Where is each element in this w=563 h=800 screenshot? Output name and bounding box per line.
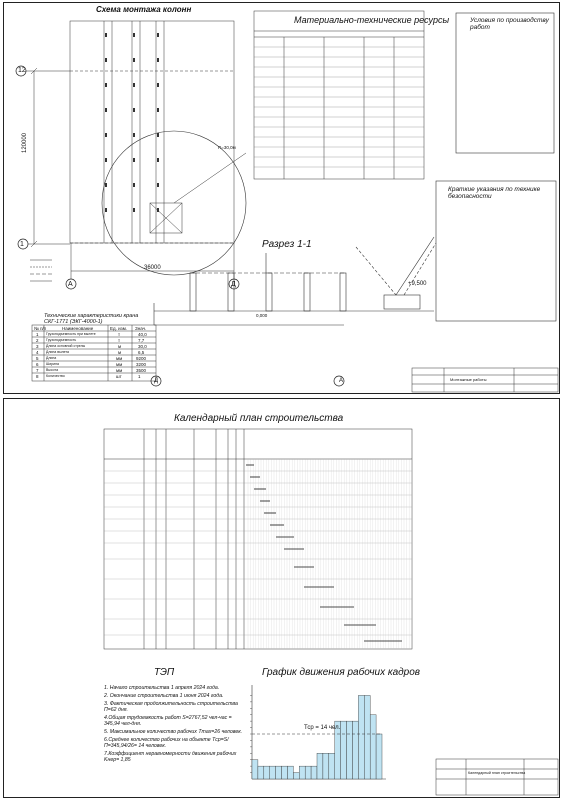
crane-row-4-num: 4: [36, 350, 39, 355]
crane-row-7-name: Высота: [46, 368, 59, 372]
workforce-graph: [250, 685, 386, 780]
section-axis-d: Д: [154, 378, 159, 384]
safety-title: Краткие указания по технике безопасности: [448, 186, 541, 200]
crane-row-5-value: 9200: [136, 356, 147, 361]
crane-row-3-num: 3: [36, 344, 39, 349]
sheet-installation-scheme: Схема монтажа колонн 12 1 А Д 120000 360…: [3, 2, 560, 394]
axis-label-1: 1: [20, 241, 24, 248]
calendar-plan-table: [103, 428, 413, 650]
crane-row-1-name: Грузоподъемность при вылете: [46, 332, 96, 336]
crane-row-3-value: 30,0: [138, 344, 147, 349]
crane-row-6-name: Ширина: [46, 362, 59, 366]
sheet2-stamp-text: Календарный план строительства: [468, 771, 526, 775]
crane-row-2-value: 7,7: [138, 338, 145, 343]
crane-row-6-num: 6: [36, 362, 39, 367]
tep-item: 1. Начало строительства 1 апреля 2024 го…: [104, 685, 220, 691]
tep-title: ТЭП: [154, 667, 175, 678]
crane-row-1-value: 40,0: [138, 332, 147, 337]
crane-row-2-name: Грузоподъемность: [46, 338, 77, 342]
crane-row-6-unit: мм: [116, 362, 123, 367]
installation-drawing: [15, 10, 559, 393]
radius-label: R=30,0м: [218, 145, 236, 150]
crane-table-header-num: № п/п: [34, 326, 47, 331]
crane-row-7-num: 7: [36, 368, 39, 373]
crane-row-8-num: 8: [36, 374, 39, 379]
crane-row-5-num: 5: [36, 356, 39, 361]
tep-item: 4.Общая трудоемкость работ S=2767,52 чел…: [104, 715, 232, 727]
crane-table-header-unit: Ед. изм.: [110, 326, 128, 331]
sheet2-stamp: [435, 758, 559, 796]
crane-row-4-value: 6,5: [138, 350, 145, 355]
tep-item: 7.Коэффициент неравномерности движения р…: [104, 751, 237, 763]
crane-row-1-unit: т: [118, 332, 121, 337]
tep-item: 6.Среднее количество рабочих на объекте …: [104, 737, 229, 749]
crane-row-8-unit: шт: [116, 374, 122, 379]
crane-row-2-unit: т: [118, 338, 121, 343]
crane-row-4-name: Длина вылета: [46, 350, 69, 354]
dimension-horizontal: 36000: [144, 265, 161, 271]
axis-label-d: Д: [231, 281, 236, 288]
tep-item: 2. Окончание строительства 1 июня 2024 г…: [104, 693, 224, 699]
tep-item: 5. Максимальное количество рабочих Tmax=…: [104, 729, 243, 735]
level-mark: 0,000: [256, 313, 268, 318]
crane-row-2-num: 2: [36, 338, 39, 343]
axis-label-12: 12: [18, 67, 26, 74]
sheet1-stamp-text: Монтажные работы: [450, 377, 487, 382]
crane-row-3-name: Длина основной стрелы: [46, 344, 86, 348]
crane-row-4-unit: м: [118, 350, 122, 355]
crane-row-7-value: 3500: [136, 368, 147, 373]
crane-row-5-name: Длина: [46, 356, 57, 360]
section-title: Разрез 1-1: [262, 239, 312, 250]
conditions-title: Условия по производству работ: [470, 17, 549, 31]
tep-item: 3. Фактическая продолжительность строите…: [104, 701, 238, 713]
tep-list: 1. Начало строительства 1 апреля 2024 го…: [104, 685, 244, 765]
crane-row-6-value: 3200: [136, 362, 147, 367]
height-mark: +9,500: [408, 281, 427, 287]
resources-title: Материально-технические ресурсы: [294, 15, 450, 25]
workforce-graph-title: График движения рабочих кадров: [262, 667, 421, 678]
crane-row-5-unit: мм: [116, 356, 123, 361]
calendar-title: Календарный план строительства: [174, 413, 344, 424]
crane-row-1-num: 1: [36, 332, 39, 337]
crane-table-title: Технические характеристики крана СКГ-177…: [44, 313, 139, 325]
crane-row-8-name: Количество: [46, 374, 65, 378]
sheet-calendar-plan: Календарный план строительства: [3, 398, 560, 798]
section-axis-a: А: [339, 378, 344, 384]
crane-row-7-unit: мм: [116, 368, 123, 373]
scheme-title: Схема монтажа колонн: [96, 5, 192, 14]
crane-row-8-value: 1: [138, 374, 141, 379]
crane-table-header-value: Знач.: [135, 326, 147, 331]
axis-label-a: А: [68, 281, 73, 288]
crane-table-header-name: Наименование: [62, 326, 94, 331]
crane-row-3-unit: м: [118, 344, 122, 349]
tsr-label: Тср = 14 чел.: [304, 725, 341, 731]
